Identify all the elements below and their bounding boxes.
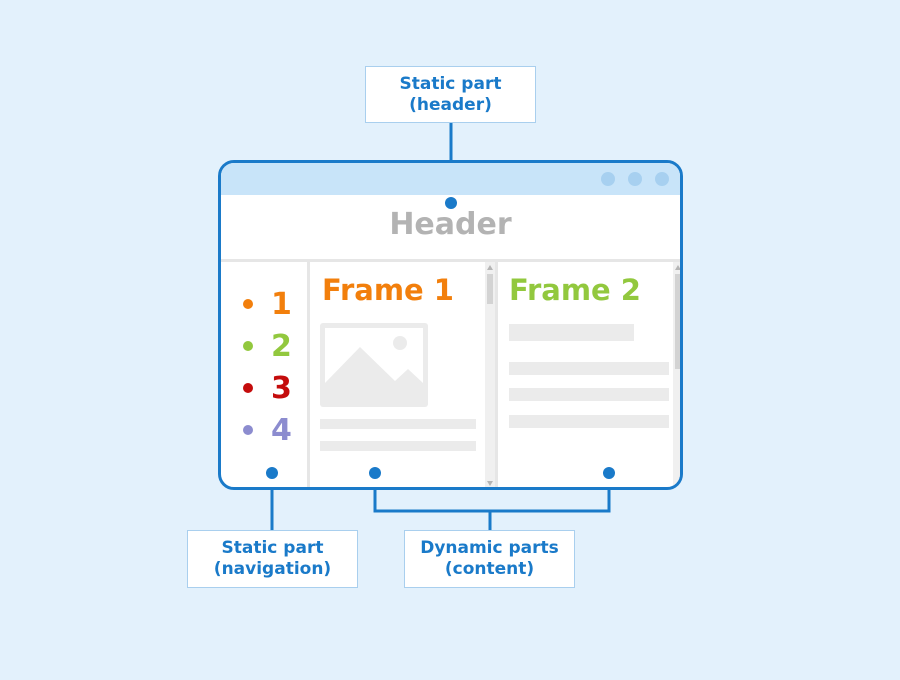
- frame-2-scroll-thumb[interactable]: [675, 274, 680, 369]
- frame-2-title: Frame 2: [509, 273, 641, 307]
- nav-bullet: [243, 299, 253, 309]
- text-placeholder-line: [320, 441, 476, 451]
- header-callout: Static part (header): [365, 66, 536, 123]
- nav-item-2[interactable]: 2: [243, 328, 292, 364]
- text-placeholder-heading: [509, 324, 634, 341]
- window-titlebar: [221, 163, 680, 195]
- header-callout-line2: (header): [409, 94, 492, 115]
- content-connector: [373, 473, 611, 513]
- navigation-divider: [307, 262, 310, 487]
- window-control-dot-icon[interactable]: [601, 172, 615, 186]
- frame-1-scroll-thumb[interactable]: [487, 274, 493, 304]
- navigation-callout: Static part (navigation): [187, 530, 358, 588]
- frame-1-connector-dot: [369, 467, 381, 479]
- image-placeholder-icon: [320, 323, 428, 407]
- nav-item-label: 2: [271, 328, 292, 364]
- frame-2-scrollbar[interactable]: [673, 262, 680, 487]
- nav-item-label: 1: [271, 286, 292, 322]
- navigation-callout-line2: (navigation): [213, 559, 332, 579]
- window-control-dot-icon[interactable]: [655, 172, 669, 186]
- nav-item-4[interactable]: 4: [243, 412, 292, 448]
- text-placeholder-line: [509, 388, 669, 401]
- nav-bullet: [243, 383, 253, 393]
- text-placeholder-line: [320, 419, 476, 429]
- content-callout: Dynamic parts (content): [404, 530, 575, 588]
- frame-divider: [495, 262, 498, 487]
- nav-item-1[interactable]: 1: [243, 286, 292, 322]
- header-callout-line1: Static part: [399, 73, 502, 94]
- navigation-callout-line1: Static part: [221, 538, 324, 558]
- content-callout-line1: Dynamic parts: [420, 538, 559, 558]
- nav-bullet: [243, 425, 253, 435]
- scroll-up-arrow-icon[interactable]: [675, 265, 680, 270]
- text-placeholder-line: [509, 415, 669, 428]
- browser-window: Header 1 2 3 4 Frame 1: [218, 160, 683, 490]
- header-connector-dot: [445, 197, 457, 209]
- window-control-dot-icon[interactable]: [628, 172, 642, 186]
- text-placeholder-line: [509, 362, 669, 375]
- frame-1-scrollbar[interactable]: [485, 262, 495, 487]
- navigation-connector-dot: [266, 467, 278, 479]
- scroll-up-arrow-icon[interactable]: [487, 265, 493, 270]
- nav-bullet: [243, 341, 253, 351]
- frame-2-connector-dot: [603, 467, 615, 479]
- scroll-down-arrow-icon[interactable]: [487, 481, 493, 486]
- nav-item-label: 3: [271, 370, 292, 406]
- nav-item-label: 4: [271, 412, 292, 448]
- header-divider: [221, 259, 680, 262]
- header-label: Header: [389, 207, 512, 242]
- nav-item-3[interactable]: 3: [243, 370, 292, 406]
- content-callout-line2: (content): [444, 559, 535, 579]
- frame-1-title: Frame 1: [322, 273, 454, 307]
